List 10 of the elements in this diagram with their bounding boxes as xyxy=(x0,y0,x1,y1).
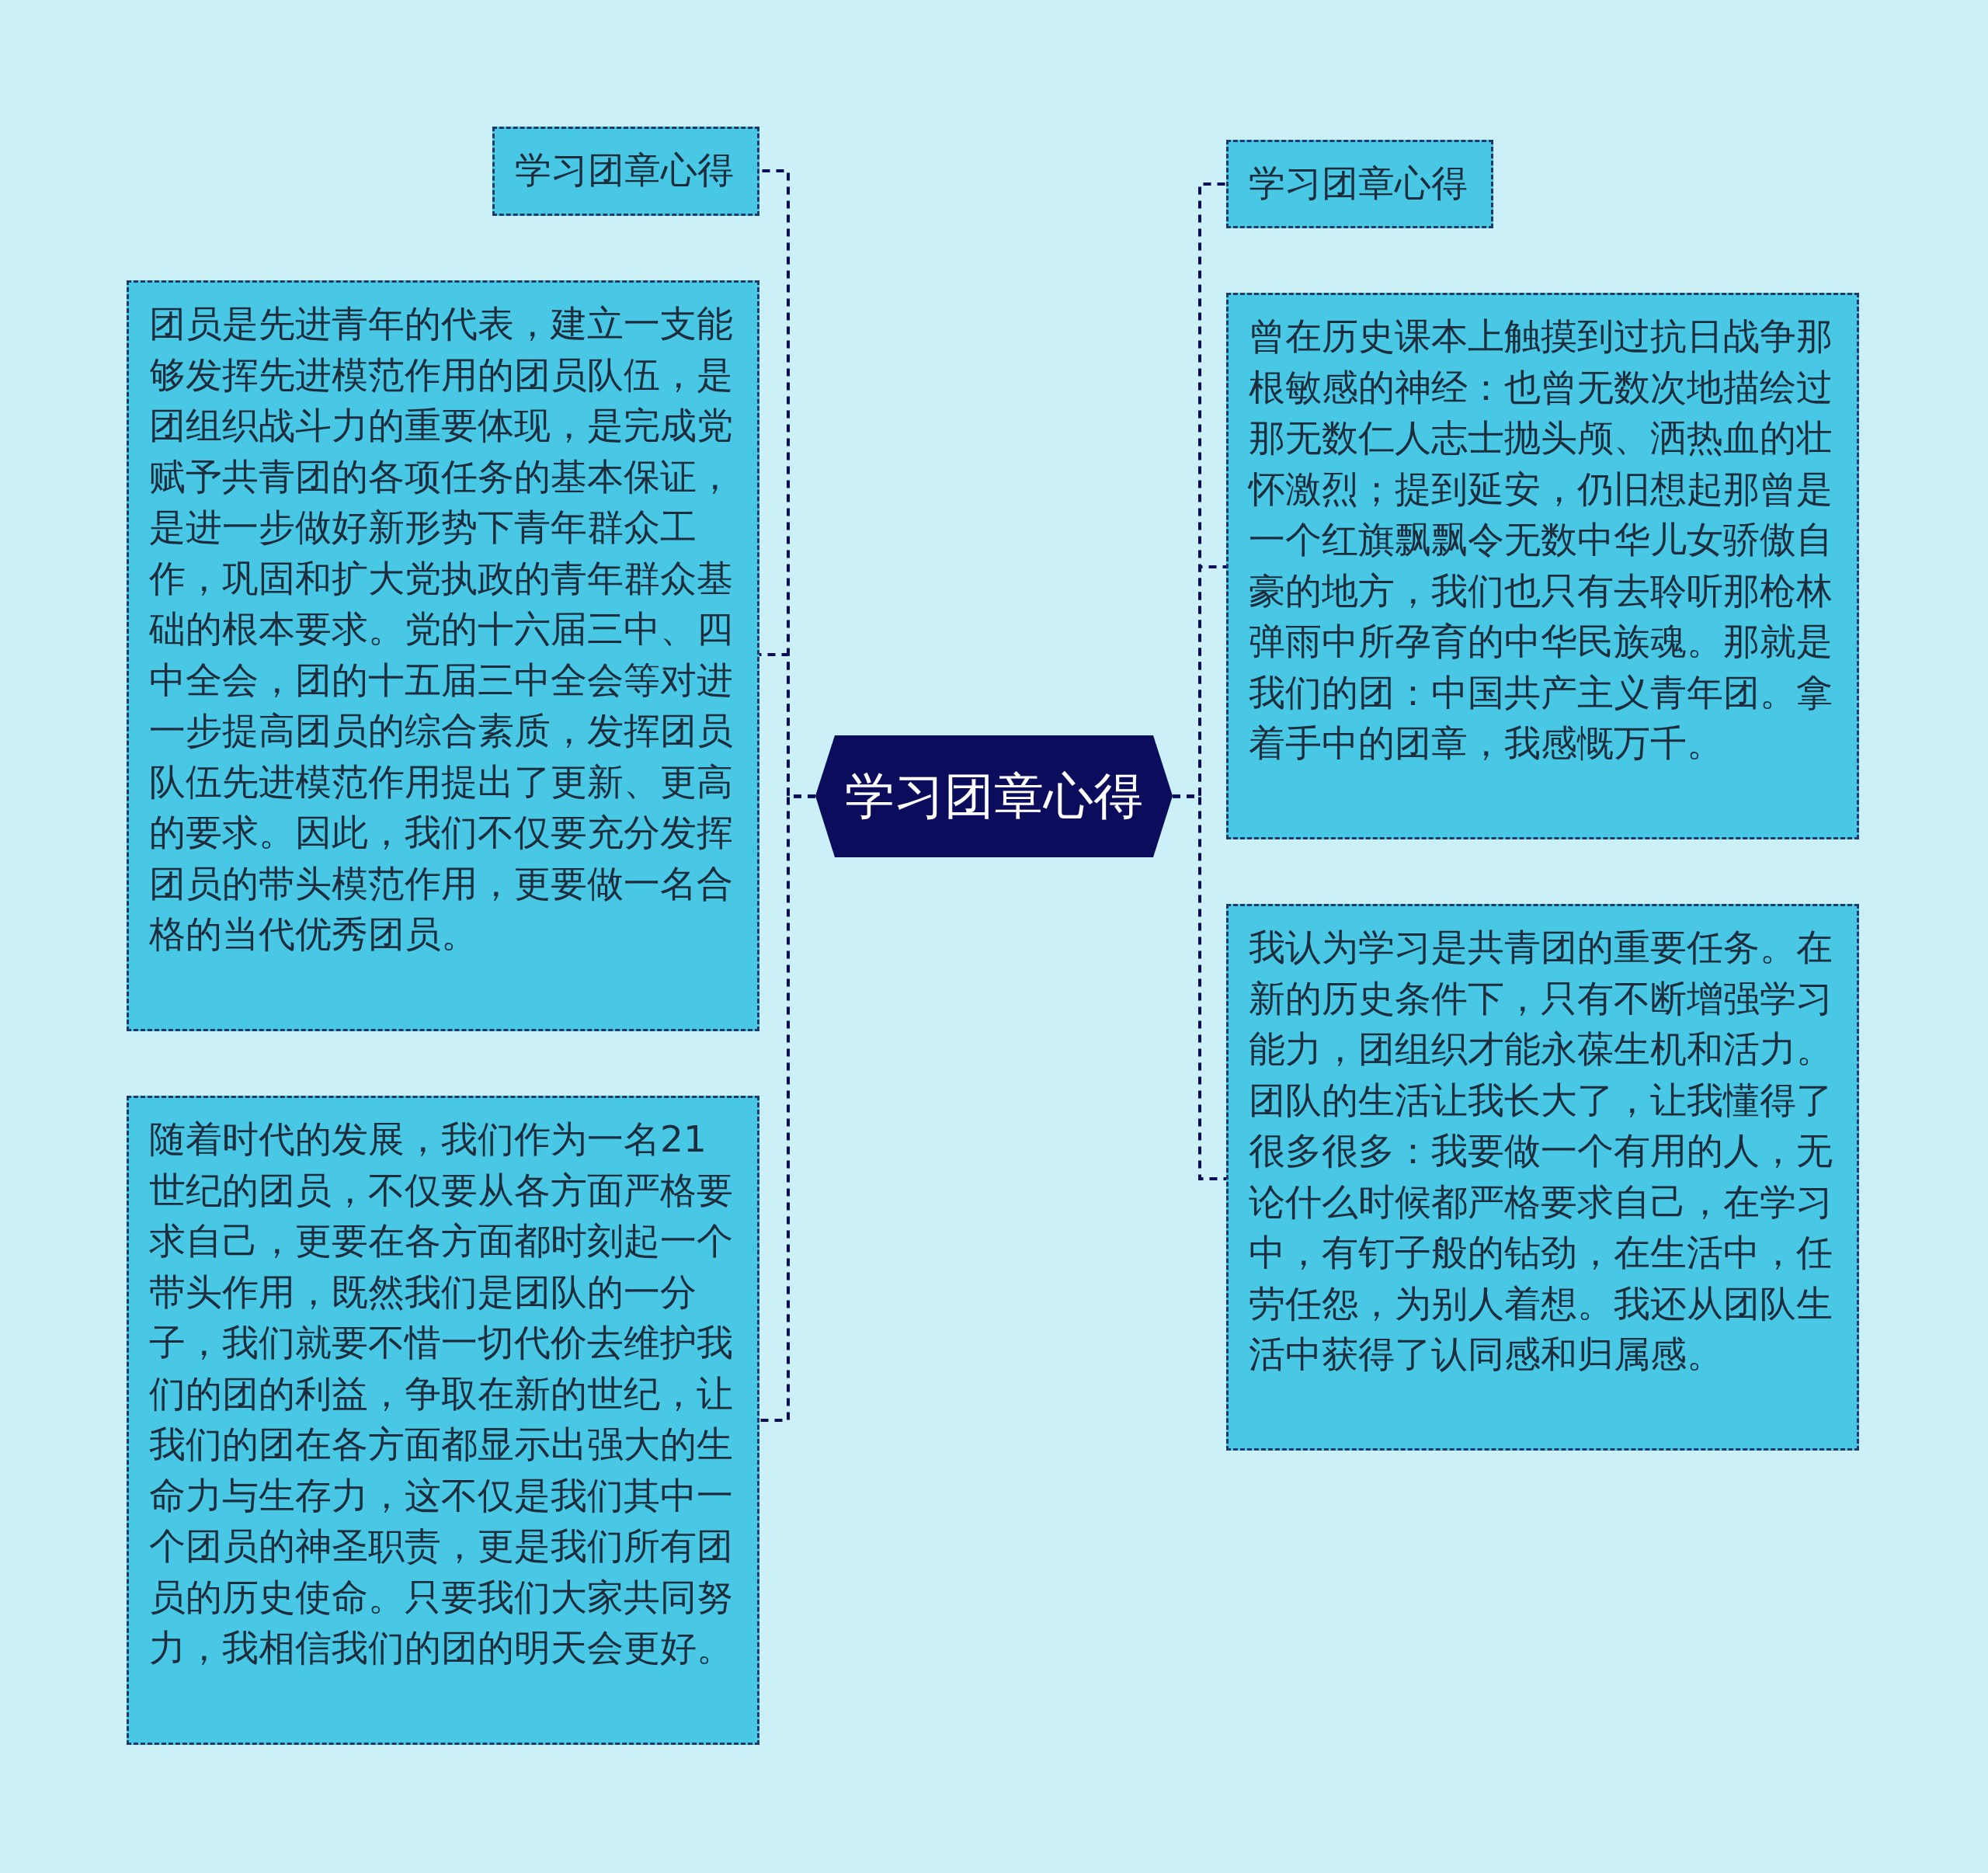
connector-line xyxy=(1173,794,1226,1180)
topic-hexagon xyxy=(815,735,1173,857)
topic-title: 学习团章心得 xyxy=(845,766,1143,826)
text-box: 随着时代的发展，我们作为一名21世纪的团员，不仅要从各方面严格要求自己，更要在各方面都时刻起一个带头作用，既然我们是团队的一分子，我们就要不惜一切代价去维护我们的团的利益，争取在新的世纪，让我们的团在各方面都显示出强大的生命力与生存力，这不仅是我们其中一个团员的神圣职责，更是我们所有团员的历史使命。只要我们大家共同努力，我相信我们的团的明天会更好。 xyxy=(127,1096,759,1745)
text-box: 团员是先进青年的代表，建立一支能够发挥先进模范作用的团员队伍，是团组织战斗力的重要体现，是完成党赋予共青团的各项任务的基本保证，是进一步做好新形势下青年群众工作，巩固和扩大党执政的青年群众基础的根本要求。党的十六届三中、四中全会，团的十五届三中全会等对进一步提高团员的综合素质，发挥团员队伍先进模范作用提出了更新、更高的要求。因此，我们不仅要充分发挥团员的带头模范作用，更要做一名合格的当代优秀团员。 xyxy=(127,280,759,1031)
heading-box: 学习团章心得 xyxy=(1226,140,1493,228)
heading-box: 学习团章心得 xyxy=(492,127,759,216)
text-box: 曾在历史课本上触摸到过抗日战争那根敏感的神经：也曾无数次地描绘过那无数仁人志士抛头颅、洒热血的壮怀激烈；提到延安，仍旧想起那曾是一个红旗飘飘令无数中华儿女骄傲自豪的地方，我们也只有去聆听那枪林弹雨中所孕育的中华民族魂。那就是我们的团：中国共产主义青年团。拿着手中的团章，我感慨万千。 xyxy=(1226,293,1859,839)
connector-line xyxy=(759,794,815,1422)
text-box: 我认为学习是共青团的重要任务。在新的历史条件下，只有不断增强学习能力，团组织才能永葆生机和活力。团队的生活让我长大了，让我懂得了很多很多：我要做一个有用的人，无论什么时候都严格要求自己，在学习中，有钉子般的钻劲，在生活中，任劳任怨，为别人着想。我还从团队生活中获得了认同感和归属感。 xyxy=(1226,904,1859,1451)
